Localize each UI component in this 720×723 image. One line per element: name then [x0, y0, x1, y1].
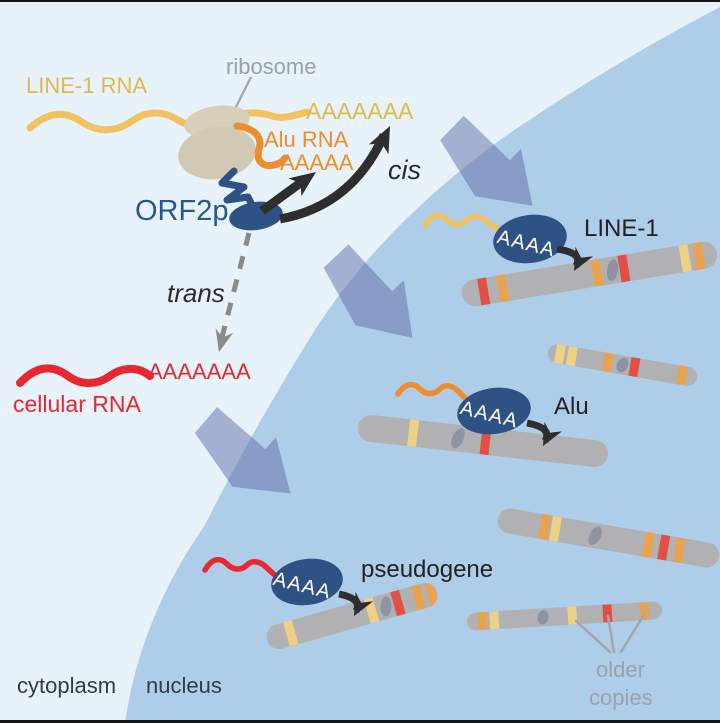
alu-tail-wave	[395, 381, 471, 405]
line1-rna-wave	[26, 108, 311, 134]
pseudogene-insertion-label: pseudogene	[361, 556, 494, 583]
orf2p-complex-line1	[422, 212, 594, 271]
ribosome-pointer-line	[234, 76, 253, 108]
insertion-band-red	[657, 534, 671, 561]
insertion-band-orange	[672, 537, 686, 564]
insertion-band-red	[390, 589, 406, 617]
nascent-peptide-zigzag	[218, 167, 257, 211]
alu-polya-text: AAAAA	[280, 150, 354, 175]
insertion-band-orange	[641, 531, 655, 558]
cytoplasm-label: cytoplasm	[17, 673, 117, 698]
centromere	[380, 596, 392, 617]
older-copies-label-line1: older	[596, 657, 645, 682]
orf2p-complex-pseudogene	[202, 556, 374, 616]
insertion-band-orange	[477, 611, 488, 631]
chromosome-body	[461, 241, 718, 307]
line1-polya-text: AAAAAAA	[306, 98, 414, 124]
chromosomes	[266, 241, 720, 650]
insertion-band-orange	[692, 241, 706, 270]
insertion-band-yellow	[567, 606, 578, 625]
insertion-band-orange	[590, 258, 604, 287]
centromere	[616, 357, 629, 373]
trans-label: trans	[167, 278, 225, 308]
centromere	[451, 428, 465, 449]
insertion-band-yellow	[553, 343, 566, 365]
top-frame-line	[0, 0, 720, 2]
orf2p-complex-alu	[395, 381, 563, 446]
insertion-band-yellow	[678, 244, 692, 273]
insertion-band-orange	[676, 365, 689, 386]
nucleus-label: nucleus	[146, 673, 222, 698]
alu-rna-label: Alu RNA	[264, 127, 349, 152]
cis-arrow-short	[259, 177, 306, 215]
insertion-band-yellow	[283, 620, 299, 647]
bottom-frame-line	[0, 720, 720, 723]
chromosome-body	[466, 601, 663, 631]
chromosome	[461, 241, 718, 307]
insertion-band-yellow	[548, 515, 563, 542]
insertion-band-red	[628, 356, 641, 378]
older-copies-label-line2: copies	[589, 685, 653, 710]
nuclear-import-arrows	[194, 115, 533, 494]
insertion-band-orange	[410, 584, 427, 611]
trans-arrow	[215, 232, 252, 352]
chromosome	[497, 508, 720, 568]
insertion-band-orange	[496, 274, 510, 303]
centromere	[588, 526, 602, 545]
alu-insertion-label: Alu	[554, 393, 589, 420]
cis-arrows	[259, 126, 390, 224]
chromosome	[357, 415, 609, 467]
insertion-band-red	[617, 254, 631, 283]
orf2p-label: ORF2p	[135, 195, 229, 227]
insertion-band-yellow	[489, 611, 500, 630]
cellular-rna-wave	[16, 364, 154, 388]
line1-insertion-label: LINE-1	[584, 215, 659, 242]
ribosome-label: ribosome	[226, 54, 317, 79]
insertion-band-yellow	[407, 419, 419, 448]
alu-rna-wave	[233, 122, 289, 170]
line1-rna-label: LINE-1 RNA	[26, 73, 148, 98]
chromosome	[466, 601, 663, 631]
insertion-band-orange	[424, 580, 440, 607]
import-arrow	[323, 244, 413, 338]
import-arrow	[440, 115, 533, 206]
chromosome	[547, 343, 698, 386]
insertion-band-yellow	[565, 346, 578, 367]
older-copies-pointer-lines	[574, 611, 647, 654]
cis-label: cis	[388, 155, 421, 185]
cellular-rna-label: cellular RNA	[13, 391, 141, 417]
insertion-band-orange	[601, 352, 614, 373]
line1-tail-wave	[422, 212, 503, 234]
cis-arrow-long	[279, 133, 389, 224]
insertion-band-red	[602, 604, 613, 623]
cellular-tail-wave	[202, 556, 282, 582]
ribosome	[178, 76, 256, 180]
cellular-polya-text: AAAAAAA	[148, 359, 251, 384]
insertion-band-orange	[537, 513, 551, 541]
import-arrow	[194, 407, 291, 494]
centromere	[606, 259, 619, 281]
centromere	[537, 610, 549, 625]
insertion-band-red	[477, 277, 491, 306]
